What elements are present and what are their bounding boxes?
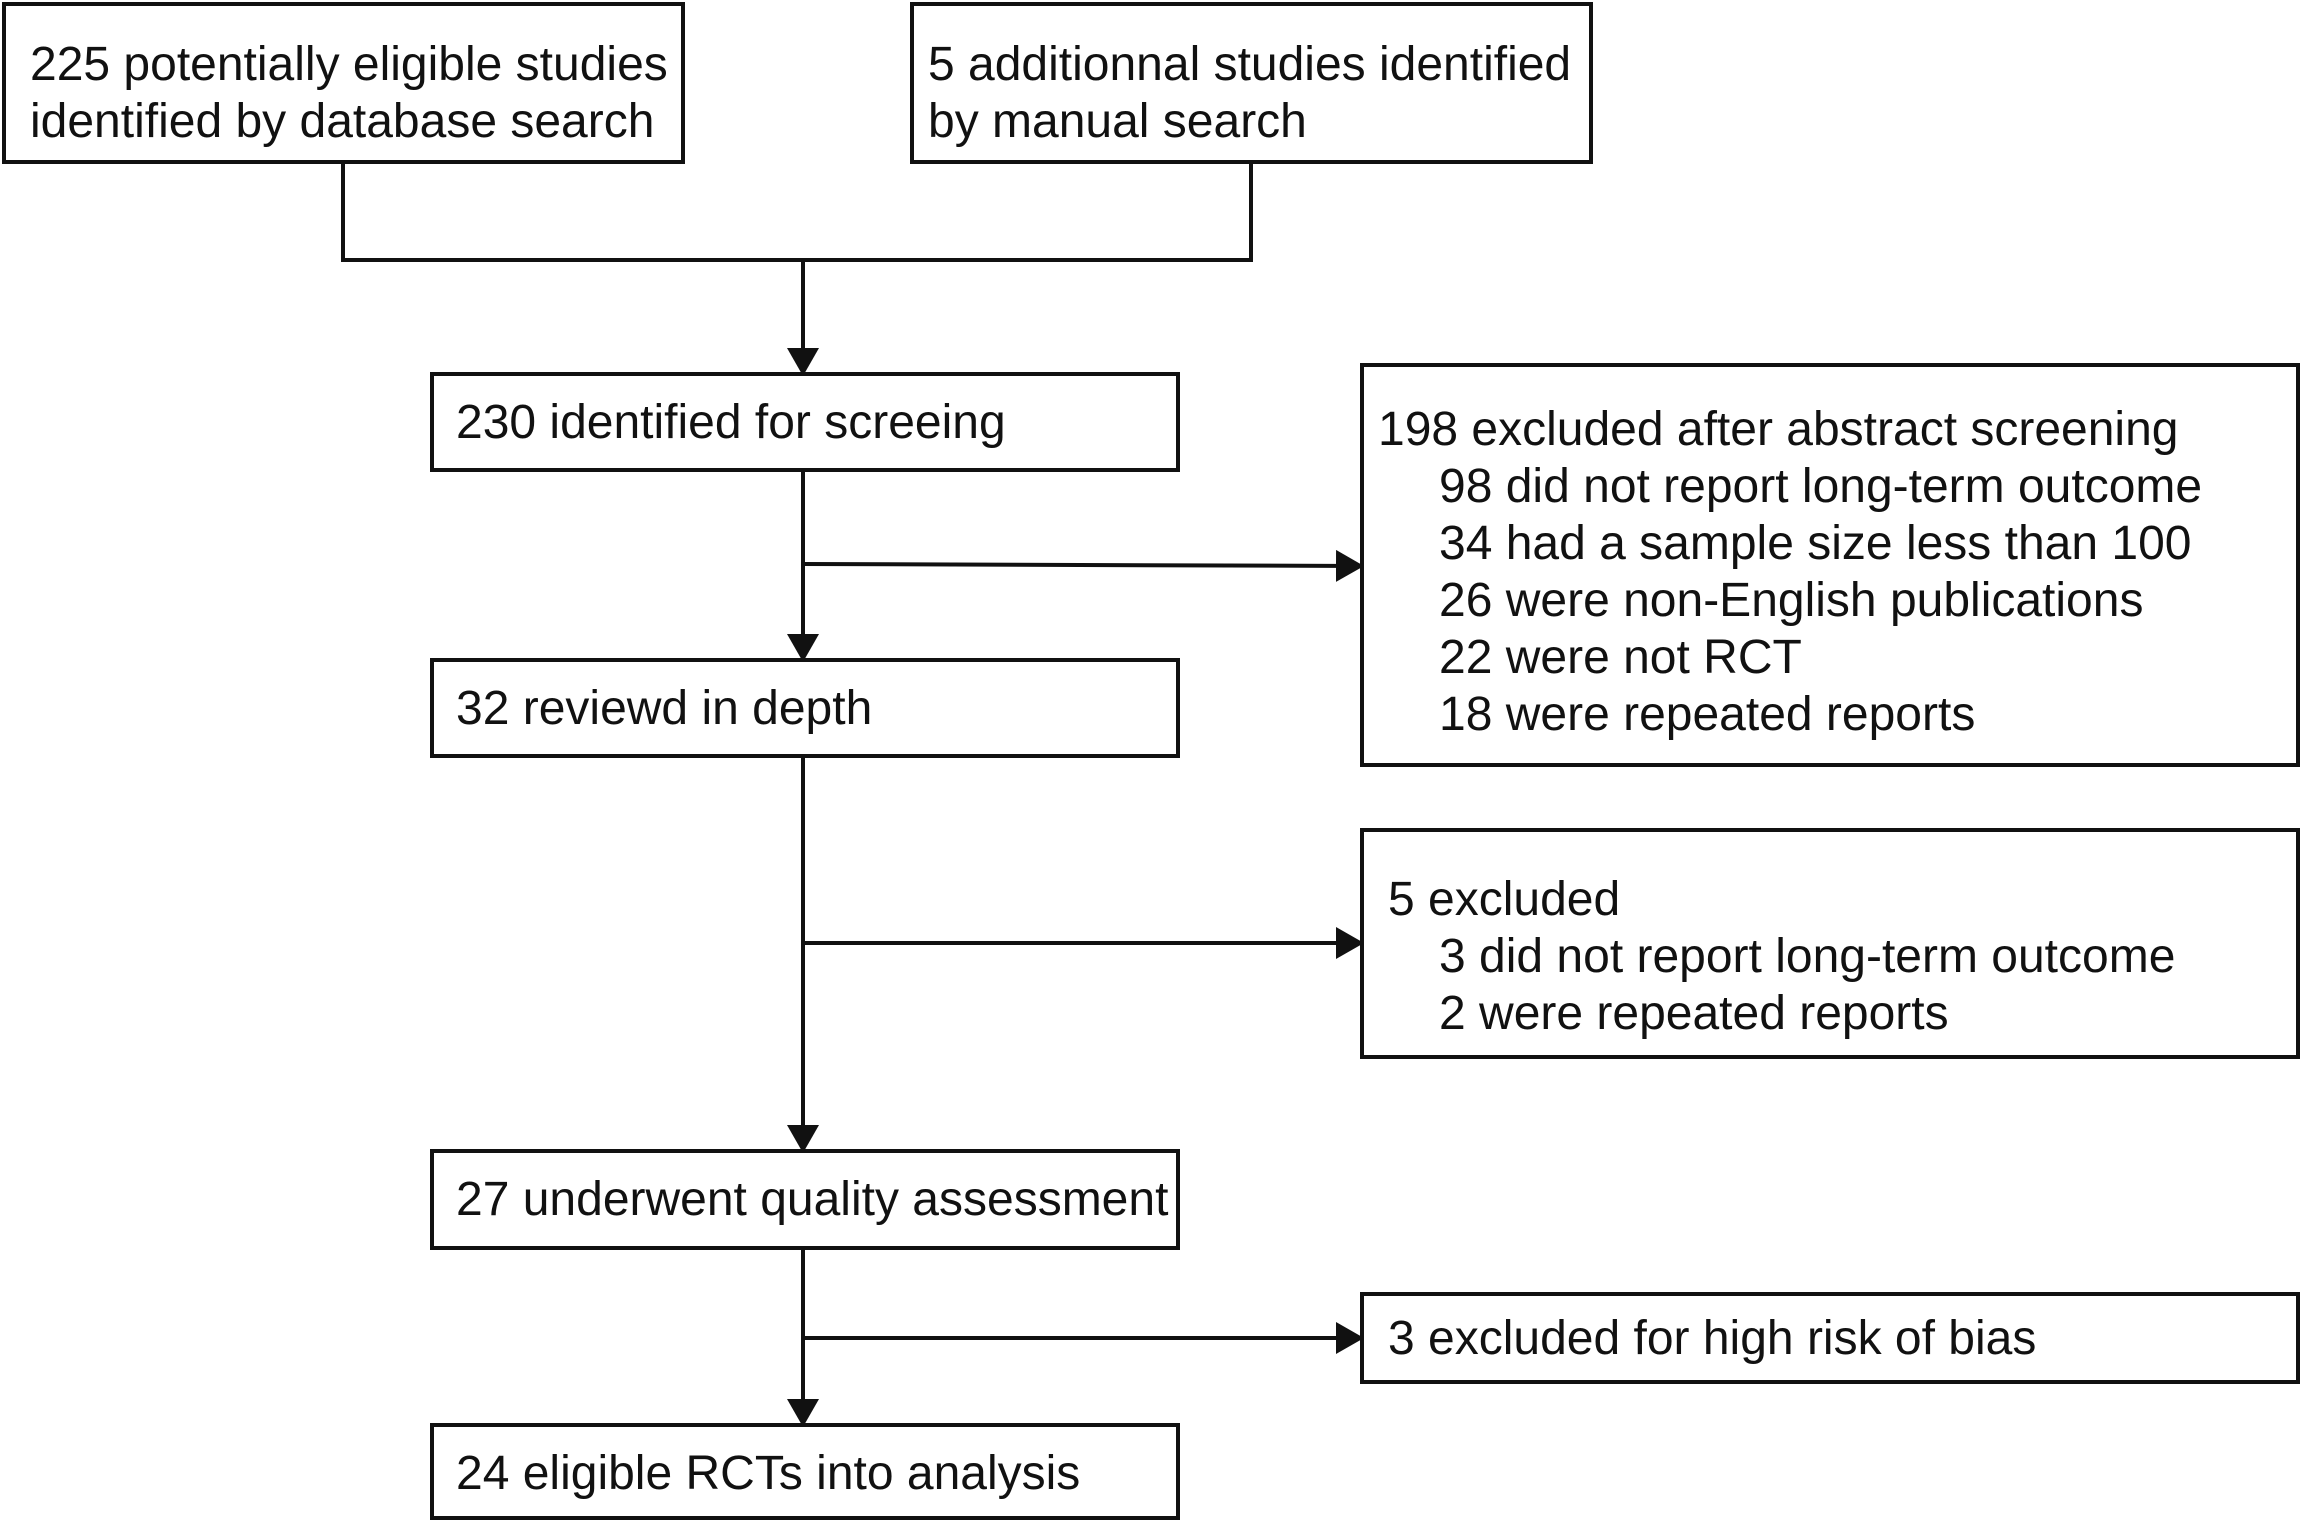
abstract-exclusion-item: 34 had a sample size less than 100	[1439, 517, 2192, 570]
manual-search-line-1: 5 additionnal studies identified	[928, 38, 1572, 91]
manual-search-line-2: by manual search	[928, 95, 1307, 148]
quality-text: 27 underwent quality assessment	[456, 1173, 1169, 1226]
screening-box: 230 identified for screeing	[430, 372, 1180, 472]
abstract-exclusion-item: 26 were non-English publications	[1439, 574, 2144, 627]
manual-search-box: 5 additionnal studies identified by manu…	[910, 2, 1593, 164]
database-search-box: 225 potentially eligible studies identif…	[2, 2, 685, 164]
database-search-line-2: identified by database search	[30, 95, 655, 148]
in-depth-box: 32 reviewd in depth	[430, 658, 1180, 758]
in-depth-text: 32 reviewd in depth	[456, 682, 873, 735]
database-search-line-1: 225 potentially eligible studies	[30, 38, 668, 91]
merge-connector	[341, 162, 1253, 262]
bias-exclusion-text: 3 excluded for high risk of bias	[1388, 1312, 2037, 1365]
abstract-exclusion-item: 98 did not report long-term outcome	[1439, 460, 2203, 513]
abstract-exclusion-item: 22 were not RCT	[1439, 631, 1802, 684]
analysis-box: 24 eligible RCTs into analysis	[430, 1423, 1180, 1520]
abstract-exclusion-item: 18 were repeated reports	[1439, 688, 1976, 741]
analysis-text: 24 eligible RCTs into analysis	[456, 1447, 1081, 1500]
abstract-exclusion-heading: 198 excluded after abstract screening	[1378, 403, 2179, 456]
screening-text: 230 identified for screeing	[456, 396, 1006, 449]
bias-exclusion-box: 3 excluded for high risk of bias	[1360, 1292, 2300, 1384]
depth-exclusion-box: 5 excluded 3 did not report long-term ou…	[1360, 828, 2300, 1059]
depth-exclusion-item: 3 did not report long-term outcome	[1439, 930, 2176, 983]
abstract-exclusion-box: 198 excluded after abstract screening 98…	[1360, 363, 2300, 767]
depth-exclusion-item: 2 were repeated reports	[1439, 987, 1949, 1040]
depth-exclusion-heading: 5 excluded	[1388, 873, 1621, 926]
quality-box: 27 underwent quality assessment	[430, 1149, 1180, 1250]
arrow-to-abstract-exclusion	[802, 549, 1364, 582]
